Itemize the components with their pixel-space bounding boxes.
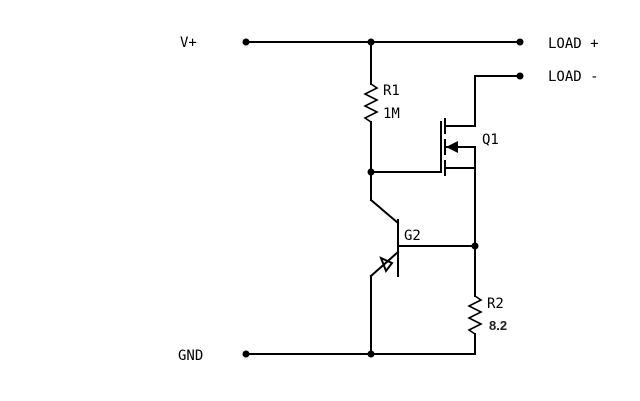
r2-resistor	[467, 245, 483, 355]
vplus-label: V+	[180, 35, 197, 51]
r2-value-label: 8.2	[489, 318, 507, 333]
q1-ref-label: Q1	[482, 132, 499, 148]
gnd-label: GND	[178, 348, 203, 364]
load-minus-wire	[474, 72, 524, 80]
vplus-rail	[242, 38, 524, 46]
r1-value-label: 1M	[383, 106, 400, 122]
r1-ref-label: R1	[383, 83, 400, 99]
load-plus-label: LOAD +	[548, 36, 599, 52]
q2-transistor	[369, 171, 476, 355]
r2-ref-label: R2	[487, 296, 504, 312]
q1-mosfet	[440, 75, 476, 176]
r1-resistor	[363, 41, 379, 173]
load-minus-label: LOAD -	[548, 69, 599, 85]
gnd-rail	[242, 350, 476, 358]
q2-ref-label: G2	[404, 228, 421, 244]
